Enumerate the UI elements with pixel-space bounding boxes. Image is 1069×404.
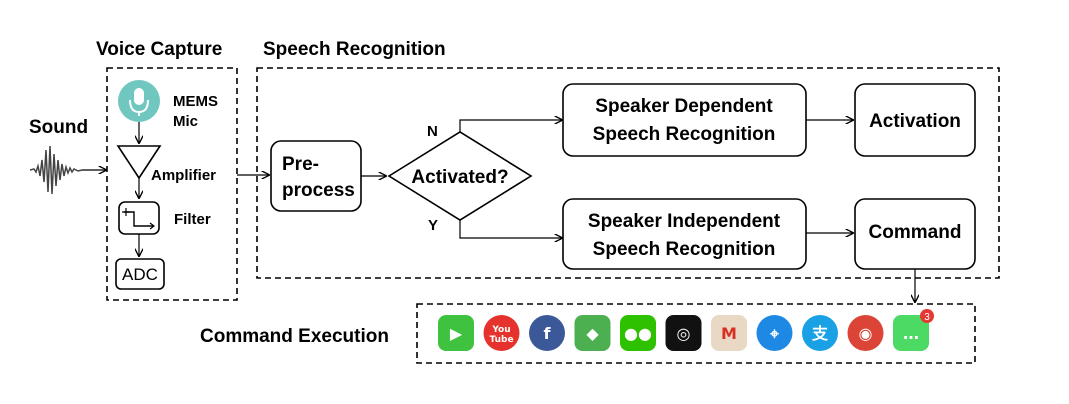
activation-box bbox=[854, 83, 976, 157]
svg-text:3: 3 bbox=[924, 312, 930, 323]
activated-decision bbox=[387, 131, 533, 221]
branch-yes-label: Y bbox=[428, 217, 438, 234]
alipay-icon[interactable]: 支 bbox=[802, 315, 838, 351]
decision-label: Activated? bbox=[411, 167, 508, 188]
speech-recognition-box bbox=[256, 67, 1000, 279]
filter-label: Filter bbox=[174, 211, 211, 228]
speaker-dependent-line2: Speech Recognition bbox=[593, 124, 776, 145]
command-execution-title: Command Execution bbox=[200, 326, 389, 347]
preprocess-label-1: Pre- bbox=[282, 154, 319, 175]
google-maps-icon[interactable]: ◆ bbox=[574, 315, 611, 351]
facebook-icon[interactable]: f bbox=[529, 315, 565, 351]
facetime-icon[interactable]: ▶ bbox=[438, 315, 474, 351]
gmail-icon[interactable]: M bbox=[711, 315, 747, 351]
adc-label: ADC bbox=[122, 265, 158, 284]
mems-label: MEMS bbox=[173, 93, 218, 110]
command-label: Command bbox=[869, 222, 962, 243]
safari-icon[interactable]: ⌖ bbox=[756, 315, 793, 351]
voice-capture-box bbox=[106, 67, 238, 301]
svg-text:◆: ◆ bbox=[586, 324, 599, 343]
mic-label: Mic bbox=[173, 113, 198, 130]
activation-label: Activation bbox=[869, 111, 961, 132]
voice-capture-title: Voice Capture bbox=[96, 39, 222, 60]
speaker-independent-box bbox=[562, 198, 807, 270]
branch-no-label: N bbox=[427, 123, 438, 140]
speaker-dependent-box bbox=[562, 83, 807, 157]
svg-text:◉: ◉ bbox=[859, 324, 873, 343]
speaker-independent-line1: Speaker Independent bbox=[588, 211, 781, 232]
command-execution-box bbox=[416, 303, 976, 364]
amplifier-icon bbox=[116, 145, 162, 180]
yes-branch-arrow bbox=[459, 220, 562, 238]
svg-text:M: M bbox=[721, 324, 737, 343]
notification-badge: 3 bbox=[920, 309, 934, 323]
svg-text:◎: ◎ bbox=[677, 324, 691, 343]
preprocess-label-2: process bbox=[282, 180, 355, 201]
no-branch-arrow bbox=[459, 120, 562, 132]
svg-text:●●: ●● bbox=[624, 324, 652, 343]
sound-wave-icon bbox=[29, 145, 83, 195]
svg-text:…: … bbox=[903, 324, 919, 343]
speech-recognition-title: Speech Recognition bbox=[263, 39, 446, 60]
instagram-icon[interactable]: ◎ bbox=[665, 315, 702, 351]
sound-label: Sound bbox=[29, 117, 88, 138]
speaker-independent-line2: Speech Recognition bbox=[593, 239, 776, 260]
chrome-icon[interactable]: ◉ bbox=[847, 315, 884, 351]
microphone-icon bbox=[118, 80, 160, 122]
wechat-icon[interactable]: ●● bbox=[620, 315, 656, 351]
svg-text:f: f bbox=[544, 324, 552, 343]
svg-text:▶: ▶ bbox=[450, 324, 463, 343]
speaker-dependent-line1: Speaker Dependent bbox=[595, 96, 773, 117]
svg-text:⌖: ⌖ bbox=[769, 324, 780, 343]
filter-icon bbox=[118, 201, 160, 235]
amplifier-label: Amplifier bbox=[151, 167, 216, 184]
messages-icon[interactable]: … bbox=[893, 315, 929, 351]
adc-box bbox=[115, 258, 165, 290]
svg-text:支: 支 bbox=[811, 324, 829, 343]
